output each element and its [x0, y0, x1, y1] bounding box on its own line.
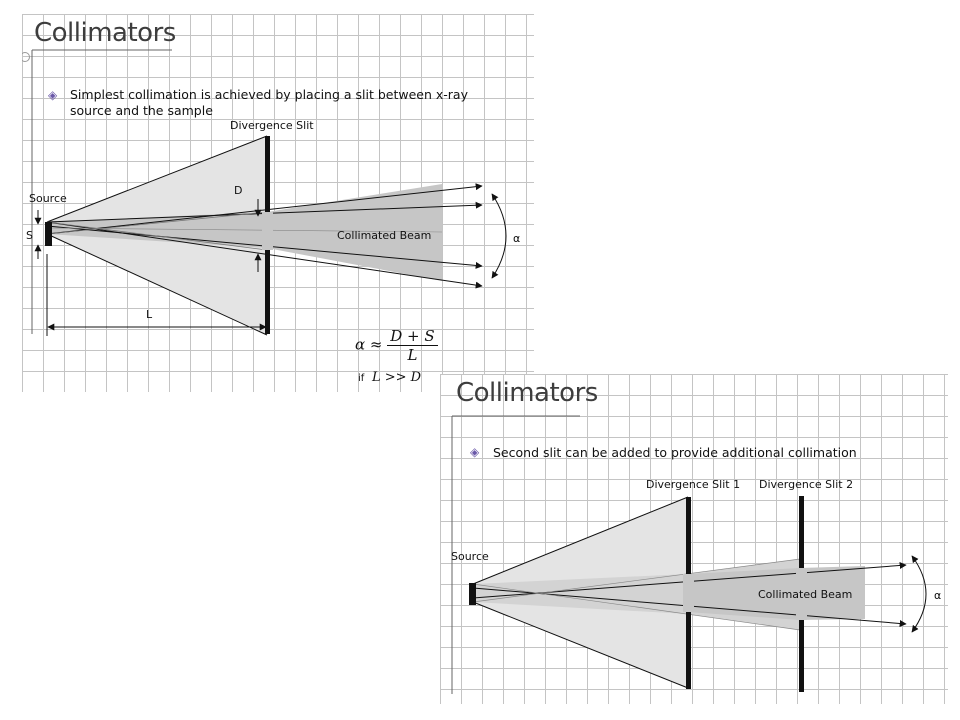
- formula-if-word: if: [358, 373, 365, 384]
- d-label: D: [234, 184, 243, 197]
- formula-condition: L >> D: [372, 370, 422, 385]
- ray-top-outer: [46, 135, 268, 223]
- divergence-slit-1-label: Divergence Slit 1: [646, 478, 741, 491]
- formula-fraction: D + S L: [387, 327, 438, 364]
- slide-1: Collimators ◈ Simplest collimation is ac…: [22, 14, 534, 392]
- corner-circle: [22, 52, 30, 62]
- bullet-diamond-icon: ◈: [48, 88, 58, 102]
- ray-cross-a: [472, 583, 801, 631]
- source-label-2: Source: [451, 550, 489, 563]
- ray-center: [46, 227, 443, 233]
- ray-bottom-outer-2: [472, 601, 689, 689]
- slide1-diagram: [22, 49, 507, 336]
- slide2-title: Collimators: [456, 378, 598, 408]
- ray-cross-1: [46, 221, 268, 251]
- slide1-bullet: Simplest collimation is achieved by plac…: [70, 87, 468, 118]
- slit-opening: [262, 212, 273, 250]
- alpha-arc: [491, 193, 507, 279]
- slit1-opening: [683, 574, 694, 612]
- source-label: Source: [29, 192, 67, 205]
- collimated-beam-area: [47, 184, 442, 281]
- collimated-beam-label: Collimated Beam: [337, 229, 432, 242]
- collimated-beam-area-2: [688, 566, 865, 620]
- ray-top-outer-2: [472, 496, 689, 585]
- ray-bottom-beam: [46, 221, 483, 289]
- l-label: L: [146, 308, 153, 321]
- formula-numerator: D + S: [387, 327, 438, 346]
- s-label: S: [26, 229, 33, 242]
- alpha-label-2: α: [934, 589, 942, 602]
- divergence-slit-label: Divergence Slit: [230, 119, 314, 132]
- alpha-formula: α ≈ D + S L: [355, 327, 438, 364]
- slide-2: Collimators ◈ Second slit can be added t…: [440, 374, 948, 704]
- ray-top-beam: [46, 183, 483, 235]
- formula-lhs: α ≈: [355, 335, 383, 354]
- slide2-bullet: Second slit can be added to provide addi…: [493, 445, 857, 460]
- ray-cross-2: [46, 211, 268, 235]
- source-block-2: [469, 583, 476, 605]
- source-block: [45, 222, 52, 246]
- alpha-arc-2: [911, 555, 927, 633]
- slit2-opening: [796, 568, 807, 620]
- bullet-diamond-icon-2: ◈: [470, 445, 480, 459]
- divergence-slit-2-label: Divergence Slit 2: [759, 478, 854, 491]
- alpha-label: α: [513, 232, 521, 245]
- ray-cross-b: [472, 558, 801, 603]
- formula-denominator: L: [407, 346, 418, 364]
- collimated-beam-label-2: Collimated Beam: [758, 588, 853, 601]
- ray-bottom-outer: [46, 233, 268, 336]
- slide1-title: Collimators: [34, 18, 176, 48]
- slide2-diagram: [451, 415, 927, 694]
